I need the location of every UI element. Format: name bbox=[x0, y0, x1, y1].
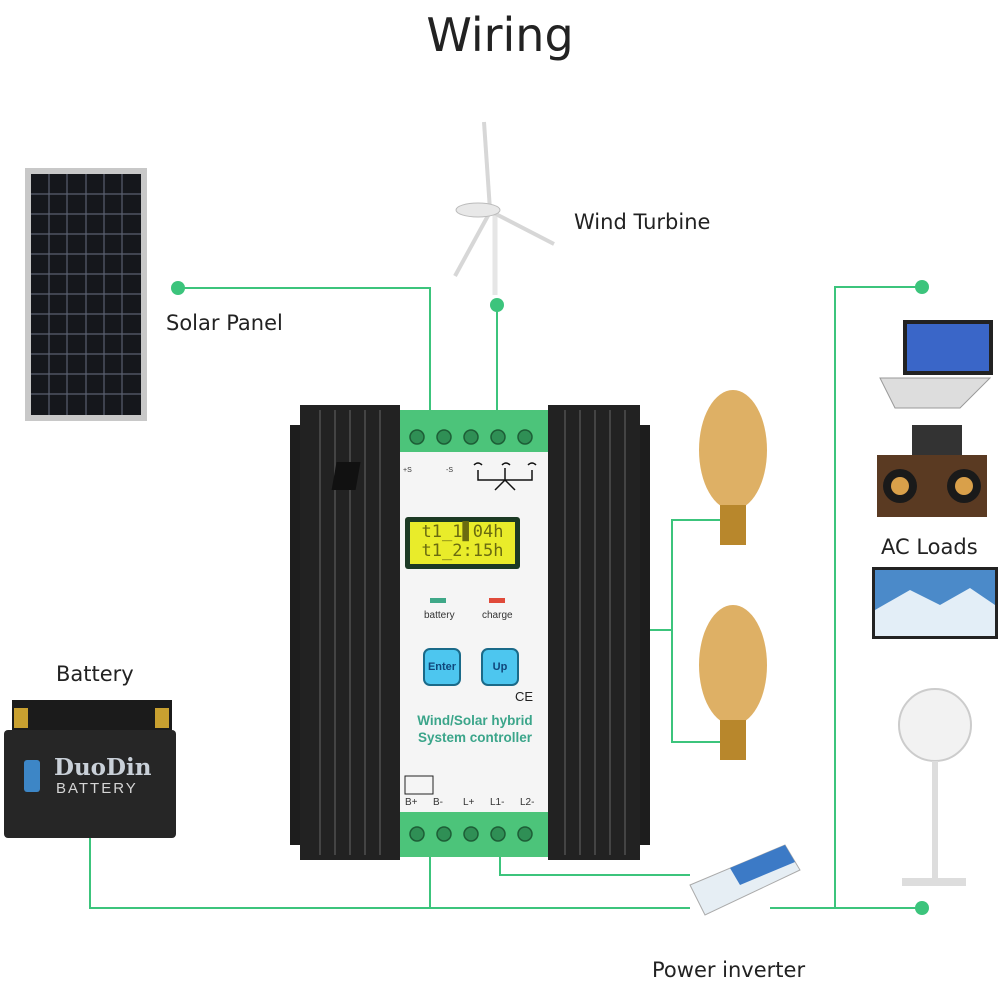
battery-image bbox=[4, 700, 176, 838]
lcd-line-2: t1_2:15h bbox=[421, 541, 504, 561]
product-line-2: System controller bbox=[417, 730, 533, 745]
ce-mark: CE bbox=[515, 689, 534, 704]
terminal-l-plus: L+ bbox=[463, 797, 475, 808]
laptop-image bbox=[879, 320, 993, 409]
solar-plus-mark: +S bbox=[403, 467, 412, 474]
battery-led-label: battery bbox=[424, 610, 455, 621]
controller-image bbox=[290, 405, 650, 860]
tv-image bbox=[872, 567, 998, 639]
lcd-line-1: t1_1▋04h bbox=[421, 522, 504, 542]
speaker-image bbox=[877, 425, 987, 517]
solar-symbol-icon bbox=[331, 462, 361, 490]
solar-minus-mark: -S bbox=[446, 467, 453, 474]
inverter-image bbox=[689, 844, 801, 916]
battery-brand: DuoDin bbox=[54, 754, 152, 781]
product-line-1: Wind/Solar hybrid bbox=[417, 713, 533, 728]
battery-brand-sub: BATTERY bbox=[56, 780, 138, 797]
product-name: Wind/Solar hybrid System controller bbox=[402, 712, 548, 746]
lcd-display: t1_1▋04h t1_2:15h bbox=[405, 517, 520, 569]
battery-wire bbox=[89, 825, 690, 909]
terminal-l2-minus: L2- bbox=[520, 797, 535, 808]
enter-button[interactable]: Enter bbox=[423, 648, 461, 686]
ac-loads-wire bbox=[834, 286, 922, 909]
solar-wire bbox=[178, 287, 431, 420]
ac-loads-label: AC Loads bbox=[881, 535, 978, 559]
terminal-b-minus: B- bbox=[433, 797, 443, 808]
charge-led-label: charge bbox=[482, 610, 513, 621]
solar-panel-image bbox=[25, 168, 147, 421]
power-inverter-label: Power inverter bbox=[652, 958, 806, 982]
terminal-l1-minus: L1- bbox=[490, 797, 505, 808]
solar-panel-label: Solar Panel bbox=[166, 311, 283, 335]
fan-image bbox=[898, 688, 972, 886]
wind-turbine-image bbox=[453, 121, 555, 295]
page-title: Wiring bbox=[426, 8, 574, 62]
terminal-b-plus: B+ bbox=[405, 797, 418, 808]
load-wire bbox=[499, 850, 690, 876]
wind-turbine-label: Wind Turbine bbox=[574, 210, 711, 234]
bulb-image bbox=[699, 390, 767, 760]
wires bbox=[89, 286, 922, 909]
battery-label: Battery bbox=[56, 662, 134, 686]
turbine-symbol-icon bbox=[473, 462, 537, 491]
up-button[interactable]: Up bbox=[481, 648, 519, 686]
